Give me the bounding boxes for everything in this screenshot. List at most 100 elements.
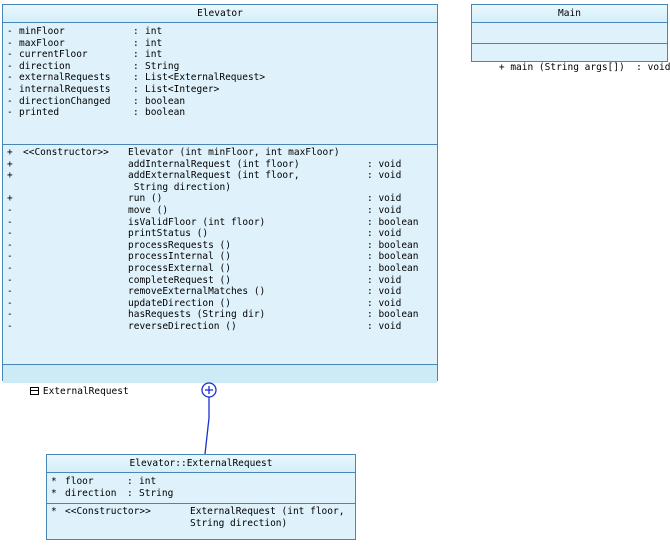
attribute-type: int (145, 49, 163, 61)
attribute-name: currentFloor (19, 49, 88, 61)
visibility-marker: - (7, 72, 13, 84)
elevator-class[interactable]: Elevator -minFloor:int-maxFloor:int-curr… (2, 4, 438, 397)
operation-row[interactable]: -completeRequest (): void (3, 275, 437, 287)
visibility-marker: + (7, 193, 13, 205)
external-request-class[interactable]: Elevator::ExternalRequest *floor:int*dir… (46, 454, 356, 540)
attribute-name: minFloor (19, 26, 65, 37)
attribute-type: boolean (145, 107, 186, 119)
attribute-row[interactable]: -maxFloor:int (3, 38, 437, 50)
attribute-row[interactable]: -externalRequests:List<ExternalRequest> (3, 72, 437, 84)
operation-return-type: : void (367, 204, 402, 216)
attribute-name: maxFloor (19, 37, 65, 49)
operation-row[interactable]: -updateDirection (): void (3, 298, 437, 310)
operation-signature: processRequests () (128, 239, 231, 251)
operation-return-type: : boolean (367, 262, 419, 274)
visibility-marker: - (7, 49, 13, 61)
operation-row[interactable]: -removeExternalMatches (): void (3, 286, 437, 298)
visibility-marker: - (7, 95, 13, 107)
nested-class-icon (29, 387, 39, 395)
external-request-attributes: * floor: int * direction: String (47, 473, 355, 504)
attribute-type: int (145, 37, 163, 49)
visibility-marker: - (7, 274, 13, 286)
visibility-marker: - (7, 320, 13, 332)
attribute-type: List<Integer> (145, 83, 220, 95)
operation-return-type: : boolean (367, 309, 419, 321)
operation-return-type: : void (367, 158, 402, 170)
attribute-separator: : (133, 72, 139, 84)
elevator-nested-classes[interactable]: ExternalRequest (3, 365, 437, 397)
attribute-name: direction (65, 487, 117, 499)
visibility-marker: - (7, 107, 13, 119)
operation-row[interactable]: +<<Constructor>>Elevator (int minFloor, … (3, 147, 437, 159)
attribute-separator: : (127, 476, 133, 487)
operation-row[interactable]: +addExternalRequest (int floor,: void (3, 170, 437, 182)
attribute-separator: : (127, 487, 133, 499)
operation-row[interactable]: -processInternal (): boolean (3, 251, 437, 263)
attribute-name: printed (19, 107, 60, 119)
operation-row[interactable]: +addInternalRequest (int floor): void (3, 159, 437, 171)
main-class[interactable]: Main + main (String args[]) : void (471, 4, 670, 73)
external-request-class-title: Elevator::ExternalRequest (47, 455, 355, 473)
operation-row[interactable]: -processRequests (): boolean (3, 240, 437, 252)
operation-signature: Elevator (int minFloor, int maxFloor) (128, 147, 340, 158)
external-request-operations: *<<Constructor>>ExternalRequest (int flo… (47, 504, 355, 529)
operation-stereotype: <<Constructor>> (65, 506, 151, 517)
operation-row[interactable]: *<<Constructor>>ExternalRequest (int flo… (47, 506, 355, 518)
visibility-marker: - (7, 60, 13, 72)
visibility-marker: - (7, 37, 13, 49)
operation-row[interactable]: String direction) (47, 518, 355, 530)
operation-return-type: : void (367, 320, 402, 332)
attribute-name: internalRequests (19, 83, 111, 95)
visibility-marker: - (7, 262, 13, 274)
visibility-marker: + (7, 158, 13, 170)
main-operations: + main (String args[]) : void (472, 44, 670, 73)
visibility-marker: * (51, 476, 57, 487)
visibility-marker: - (7, 26, 13, 37)
attribute-row[interactable]: -minFloor: int (3, 26, 437, 38)
attribute-type: List<ExternalRequest> (145, 72, 266, 84)
attribute-row[interactable]: -directionChanged:boolean (3, 96, 437, 108)
operation-return-type: : void (367, 297, 402, 309)
attribute-type: String (139, 487, 174, 499)
visibility-marker: - (7, 297, 13, 309)
visibility-marker: - (7, 309, 13, 321)
attribute-row[interactable]: -direction:String (3, 61, 437, 73)
operation-row[interactable]: -move (): void (3, 205, 437, 217)
attribute-separator: : (133, 26, 139, 37)
operation-signature: reverseDirection () (128, 320, 237, 332)
visibility-marker: - (7, 216, 13, 228)
operation-return-type: : void (367, 286, 402, 298)
visibility-marker: - (7, 228, 13, 240)
elevator-class-title: Elevator (3, 5, 437, 23)
operation-return-type: : void (367, 170, 402, 182)
attribute-type: int (139, 476, 157, 487)
visibility-marker: * (51, 506, 57, 517)
operation-row[interactable]: +run (): void (3, 193, 437, 205)
visibility-marker: + (7, 170, 13, 182)
operation-row[interactable]: -hasRequests (String dir): boolean (3, 309, 437, 321)
elevator-attributes: -minFloor:int-maxFloor:int-currentFloor:… (3, 23, 437, 145)
operation-row[interactable]: String direction) (3, 182, 437, 194)
attribute-row[interactable]: * floor: int (47, 476, 355, 488)
operation-return-type: : boolean (367, 216, 419, 228)
visibility-marker: - (7, 251, 13, 263)
attribute-name: floor (65, 476, 94, 487)
operation-row[interactable]: - reverseDirection () : void (3, 321, 437, 333)
operation-signature: processInternal () (128, 251, 231, 263)
operation-row[interactable]: -printStatus (): void (3, 228, 437, 240)
operation-row[interactable]: -processExternal (): boolean (3, 263, 437, 275)
attribute-row[interactable]: -printed: boolean (3, 107, 437, 119)
main-attributes (472, 23, 667, 44)
main-operation: + main (String args[]) : void (498, 62, 670, 73)
operation-return-type: : void (367, 228, 402, 240)
attribute-row[interactable]: * direction: String (47, 488, 355, 500)
visibility-marker: - (7, 239, 13, 251)
attribute-row[interactable]: -currentFloor:int (3, 49, 437, 61)
attribute-separator: : (133, 107, 139, 119)
attribute-type: int (145, 26, 163, 37)
attribute-name: directionChanged (19, 95, 111, 107)
visibility-marker: * (51, 487, 57, 499)
operation-row[interactable]: -isValidFloor (int floor): boolean (3, 217, 437, 229)
attribute-row[interactable]: -internalRequests:List<Integer> (3, 84, 437, 96)
